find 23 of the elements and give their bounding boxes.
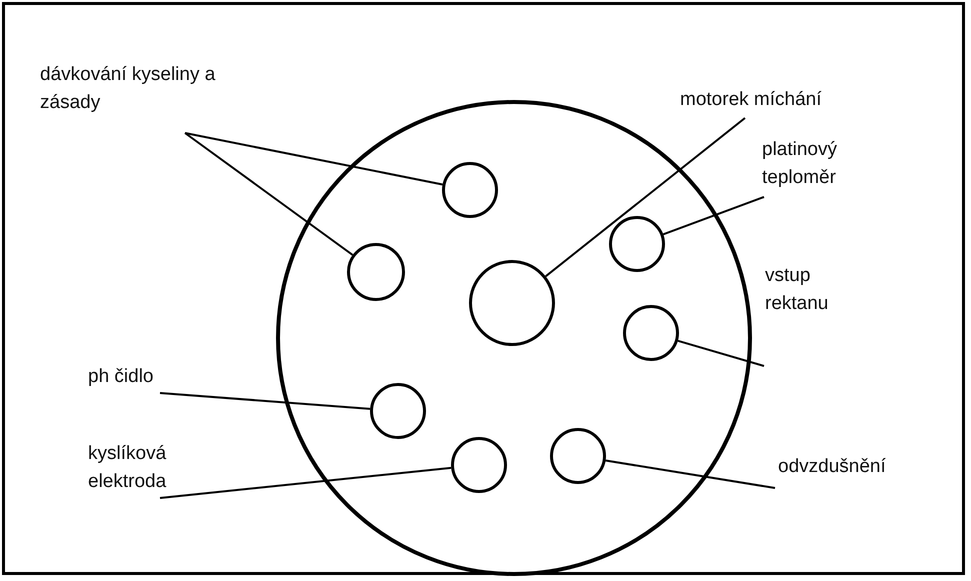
- port-circle: [442, 162, 498, 218]
- callout-label: platinový teploměr: [762, 136, 872, 192]
- callout-label: dávkování kyseliny a zásady: [40, 61, 230, 117]
- callout-label: kyslíková elektroda: [88, 440, 198, 496]
- leader-line: [184, 132, 354, 256]
- callout-label: odvzdušnění: [778, 453, 918, 481]
- port-circle: [609, 216, 665, 272]
- port-circle: [347, 243, 405, 301]
- stirrer-port-circle: [469, 260, 555, 346]
- leader-line: [160, 466, 452, 499]
- leader-line: [184, 132, 443, 186]
- leader-line: [160, 392, 370, 410]
- leader-line: [545, 117, 746, 278]
- callout-label: motorek míchání: [680, 86, 850, 114]
- port-circle: [550, 428, 606, 484]
- callout-label: vstup rektanu: [765, 262, 865, 318]
- port-circle: [370, 383, 426, 439]
- leader-line: [678, 340, 764, 367]
- port-circle: [451, 437, 507, 493]
- callout-label: ph čidlo: [88, 363, 198, 391]
- port-circle: [623, 305, 679, 361]
- leader-line: [662, 196, 764, 236]
- leader-line: [605, 460, 776, 489]
